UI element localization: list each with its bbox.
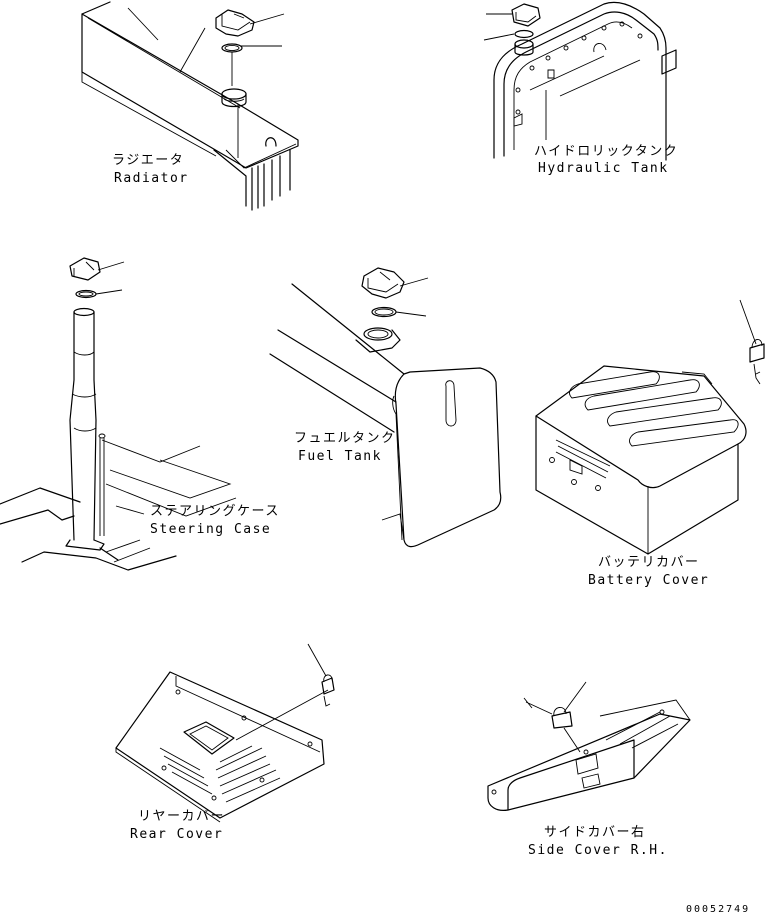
rear-cover-label-en: Rear Cover [130, 827, 223, 842]
hydraulic-tank-label-en: Hydraulic Tank [538, 161, 669, 176]
fuel-tank-label-en: Fuel Tank [298, 449, 382, 464]
fuel-tank-drawing [269, 267, 502, 548]
steering-case-label-jp: ステアリングケース [150, 504, 280, 519]
document-number: 00052749 [686, 904, 750, 914]
side-cover-label-jp: サイドカバー右 [544, 825, 646, 840]
rear-cover-label-jp: リヤーカバー [138, 809, 225, 824]
rear-cover-drawing [115, 643, 335, 823]
steering-case-drawing [0, 257, 237, 571]
radiator-drawing [81, 1, 299, 211]
battery-cover-label-jp: バッテリカバー [598, 555, 700, 570]
fuel-tank-label-jp: フュエルタンク [294, 431, 396, 446]
side-cover-label-en: Side Cover R.H. [528, 843, 668, 858]
battery-cover-drawing [535, 299, 765, 555]
hydraulic-tank-drawing [483, 1, 677, 161]
radiator-label-en: Radiator [114, 171, 189, 186]
steering-case-label-en: Steering Case [150, 522, 271, 537]
radiator-label-jp: ラジエータ [112, 153, 184, 168]
side-cover-drawing [487, 681, 691, 811]
hydraulic-tank-label-jp: ハイドロリックタンク [534, 144, 678, 159]
battery-cover-label-en: Battery Cover [588, 573, 709, 588]
